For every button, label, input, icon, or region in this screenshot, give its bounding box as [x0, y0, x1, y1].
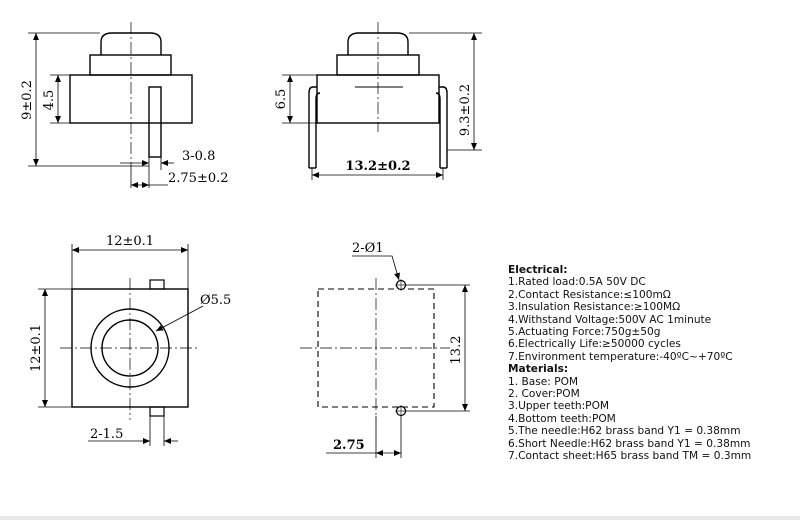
electrical-item: 5.Actuating Force:750g±50g: [508, 326, 661, 339]
dim-button-diameter: Ø5.5: [200, 293, 231, 308]
materials-item: 1. Base: POM: [508, 375, 579, 388]
dim-body-height-left: 4.5: [42, 90, 57, 111]
electrical-item: 4.Withstand Voltage:500V AC 1minute: [508, 313, 712, 326]
electrical-item: 6.Electrically Life:≥50000 cycles: [508, 338, 681, 351]
dim-total-height-left: 9±0.2: [20, 80, 35, 120]
dim-hole-offset: 2.75: [333, 438, 365, 453]
dim-top-width: 12±0.1: [106, 234, 154, 249]
electrical-item: 3.Insulation Resistance:≥100MΩ: [508, 301, 681, 314]
footprint-view: [300, 255, 470, 458]
materials-item: 5.The needle:H62 brass band Y1 = 0.38mm: [508, 425, 741, 438]
dim-pin-width-top: 2-1.5: [90, 427, 123, 442]
dim-hole-span: 13.2: [449, 336, 464, 365]
dim-pin-offset: 2.75±0.2: [168, 171, 229, 186]
materials-item: 2. Cover:POM: [508, 388, 580, 401]
materials-item: 3.Upper teeth:POM: [508, 400, 610, 413]
dim-body-height-front: 6.5: [274, 89, 289, 110]
electrical-heading: Electrical:: [508, 264, 568, 276]
materials-item: 6.Short Needle:H62 brass band Y1 = 0.38m…: [508, 437, 751, 450]
dim-top-height: 12±0.1: [29, 324, 44, 372]
dim-pin-width: 3-0.8: [182, 149, 215, 164]
specifications-block: Electrical: 1.Rated load:0.5A 50V DC 2.C…: [508, 264, 793, 463]
materials-item: 4.Bottom teeth:POM: [508, 412, 616, 425]
materials-heading: Materials:: [508, 363, 569, 376]
dim-pin-span: 13.2±0.2: [345, 159, 410, 174]
dim-hole-count-diameter: 2-Ø1: [352, 241, 384, 256]
dim-total-height-front: 9.3±0.2: [458, 84, 473, 136]
electrical-item: 7.Environment temperature:-40ºC~+70ºC: [508, 350, 733, 363]
electrical-item: 2.Contact Resistance:≤100mΩ: [508, 288, 671, 301]
top-view: [38, 244, 204, 446]
materials-item: 7.Contact sheet:H65 brass band TM = 0.3m…: [508, 450, 752, 463]
side-view-front: [282, 22, 482, 180]
electrical-item: 1.Rated load:0.5A 50V DC: [508, 276, 646, 289]
side-view-left: [28, 22, 193, 188]
